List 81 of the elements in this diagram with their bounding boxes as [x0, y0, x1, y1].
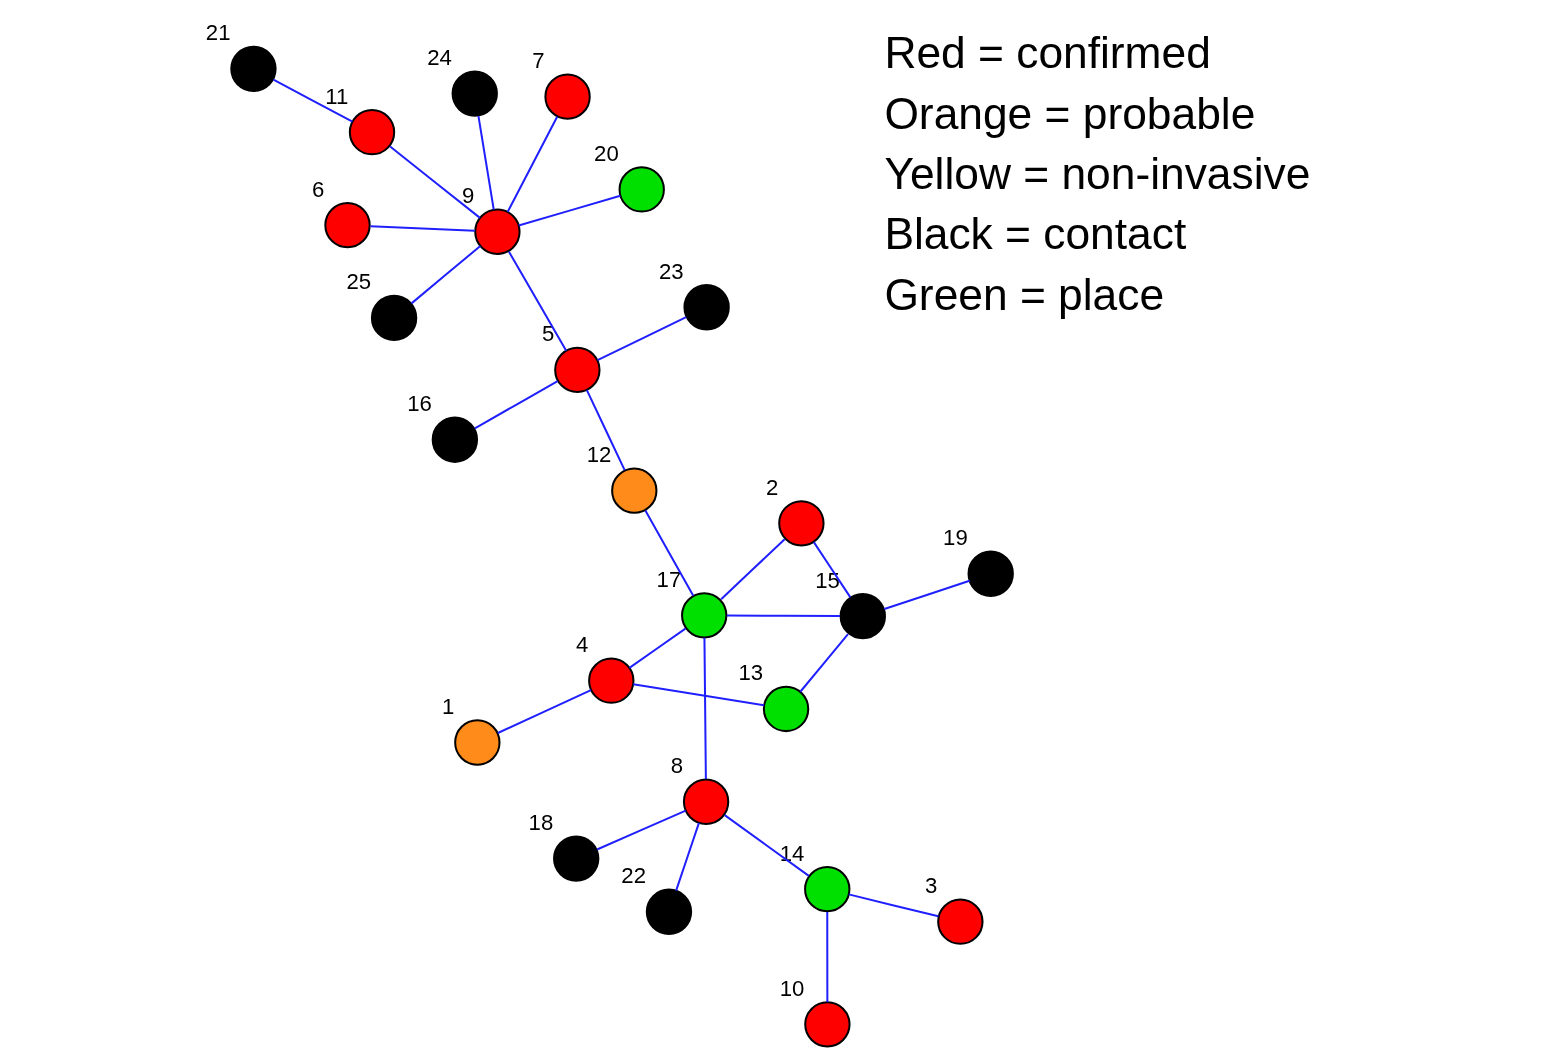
node-circle [588, 657, 635, 704]
connector [597, 316, 687, 361]
node-circle [230, 45, 277, 93]
node-label: 12 [586, 442, 612, 468]
node-label: 25 [346, 269, 372, 295]
connector [272, 78, 353, 123]
label: Black = contact [884, 209, 1187, 259]
node-label: 16 [407, 391, 432, 417]
connector [508, 251, 568, 352]
connector [726, 614, 841, 618]
connector [812, 541, 852, 598]
connector [477, 116, 495, 210]
node-label: 11 [325, 83, 349, 109]
node-circle [762, 685, 810, 733]
connector [799, 633, 849, 693]
node-circle [553, 835, 600, 882]
node-label: 21 [205, 20, 231, 46]
node-label: 3 [924, 873, 938, 899]
node-label: 2 [765, 474, 779, 500]
label: Yellow = non-invasive [884, 149, 1311, 199]
node-circle [937, 898, 984, 945]
node-label: 5 [541, 321, 555, 347]
node-label: 7 [532, 48, 545, 74]
connector [474, 380, 559, 430]
node-label: 24 [427, 44, 452, 70]
connector [703, 637, 707, 779]
node-circle [804, 865, 851, 913]
connector [675, 822, 700, 891]
node-label: 10 [779, 975, 805, 1001]
node-circle [778, 500, 825, 547]
node-circle [611, 467, 658, 514]
label: Red = confirmed [884, 28, 1211, 78]
node-circle [967, 550, 1014, 597]
connector [585, 389, 626, 471]
node-label: 23 [659, 258, 684, 284]
node-label: 8 [670, 753, 684, 779]
node-circle [554, 346, 601, 394]
connector [497, 689, 592, 734]
connector [848, 893, 939, 918]
node-circle [348, 108, 396, 156]
connector [724, 814, 810, 877]
node-circle [683, 284, 730, 331]
node-circle [451, 70, 498, 117]
connector [644, 509, 695, 597]
node-label: 13 [738, 660, 764, 686]
node-label: 18 [528, 809, 554, 835]
connector [884, 579, 970, 610]
node-label: 9 [462, 183, 475, 209]
connector [720, 538, 786, 601]
connector [518, 194, 621, 227]
connector [389, 145, 481, 219]
connector [410, 245, 481, 305]
node-label: 1 [441, 693, 455, 719]
node-circle [370, 294, 418, 342]
node-circle [544, 73, 591, 120]
connector [370, 225, 475, 232]
connector [596, 809, 687, 851]
node-circle [431, 416, 479, 463]
node-circle [804, 1001, 851, 1048]
node-label: 4 [575, 632, 589, 658]
node-circle [324, 201, 371, 249]
node-label: 19 [943, 525, 968, 551]
node-label: 17 [656, 566, 682, 592]
label: Orange = probable [884, 88, 1256, 138]
connector [826, 911, 829, 1003]
node-label: 15 [815, 567, 840, 593]
node-label: 14 [779, 840, 805, 866]
node-label: 20 [594, 140, 619, 166]
node-circle [618, 166, 665, 213]
node-circle [474, 208, 521, 255]
connector [633, 683, 765, 707]
connector [506, 116, 559, 213]
node-label: 22 [621, 863, 647, 889]
label: Green = place [884, 269, 1165, 319]
node-label: 6 [312, 176, 325, 202]
node-circle [645, 888, 693, 935]
node-circle [682, 778, 730, 825]
node-circle [839, 593, 886, 640]
node-circle [454, 719, 501, 766]
connector [628, 627, 686, 669]
node-circle [681, 592, 728, 639]
